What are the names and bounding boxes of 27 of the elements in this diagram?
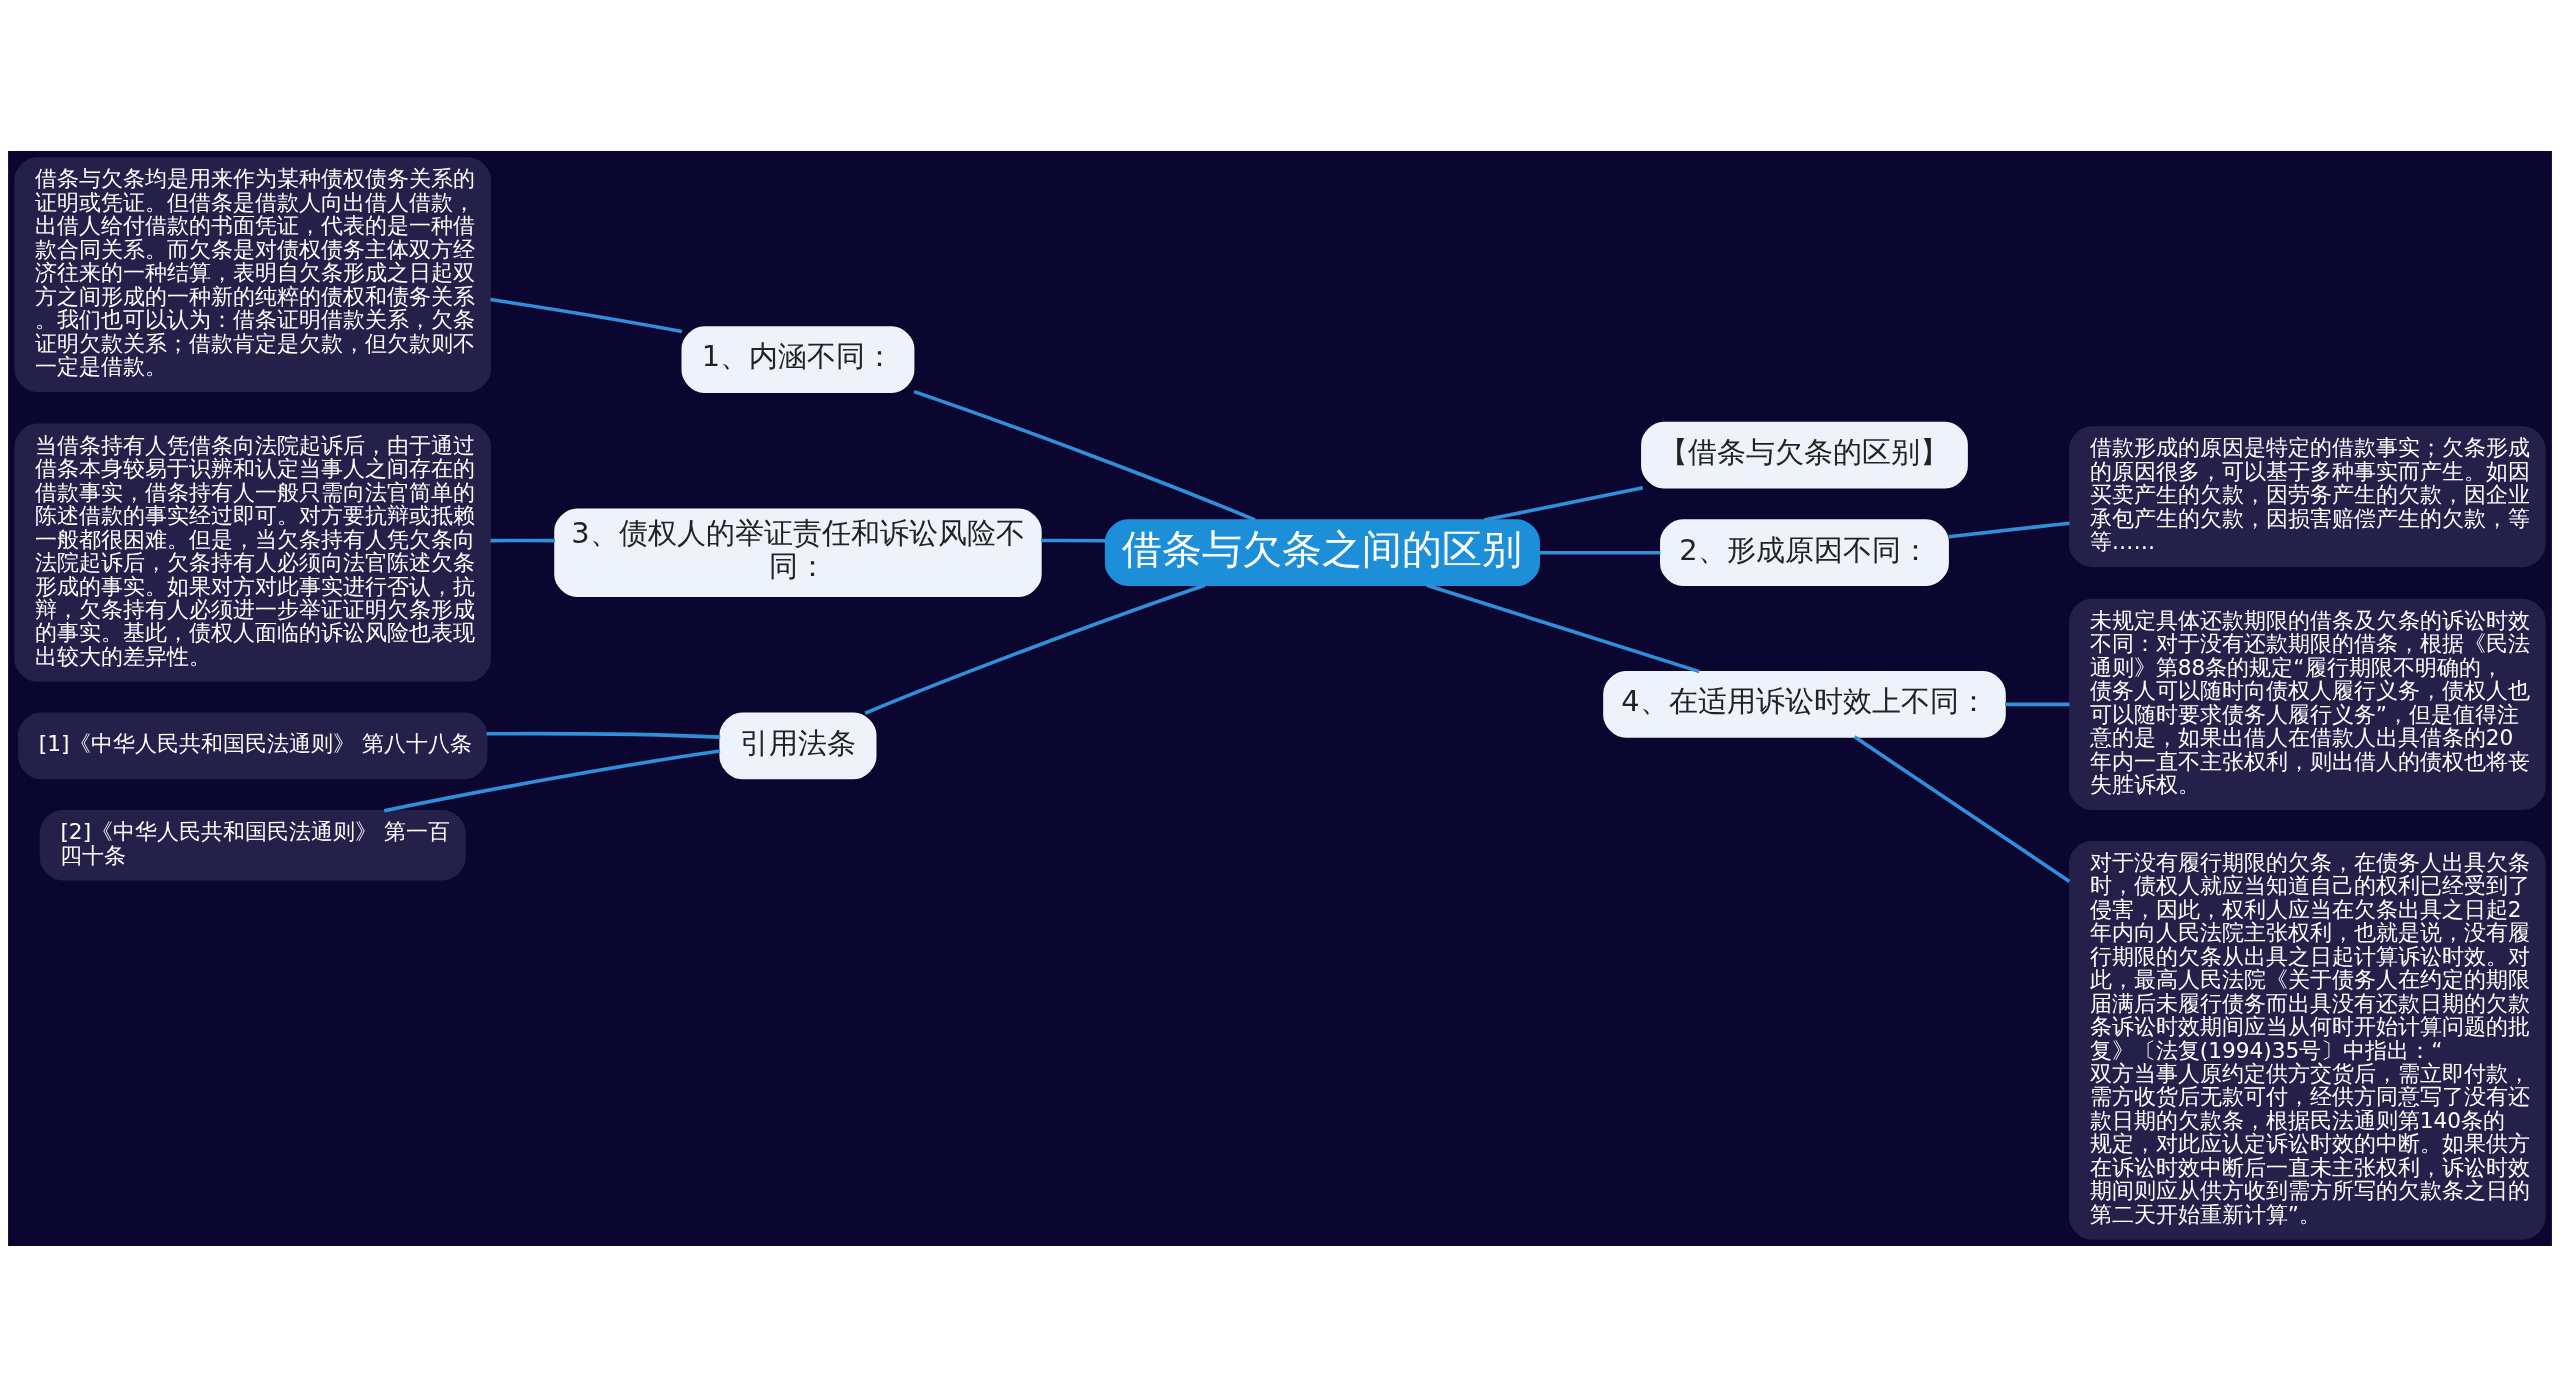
connector xyxy=(864,583,1206,715)
connector xyxy=(1539,550,1661,554)
node-box: 对于没有履行期限的欠条，在债务人出具欠条时，债权人就应当知道自己的权利已经受到了侵害，因此，权利人应当在欠条出具之日起2年内向人民法院主张权利，也就是说，没有履行期限的欠条从出具之日起计算诉讼时效。对此，最高人民法院《关于债务人在约定的期限届满后未履行债务而出具没有还款日期的欠款条诉讼时效期间应当从何时开始计算问题的批复》〔法复(1994)35号〕中指出：“双方当事人原约定供方交货后，需立即付款，需方收货后无款可付，经供方同意写了没有还款日期的欠款条，根据民法通则第140条的规定，对此应认定诉讼时效的中断。如果供方在诉讼时效中断后一直未主张权利，诉讼时效期间则应从供方收到需方所写的欠款条之日的第二天开始重新计算”。 xyxy=(2068,840,2546,1240)
node-box: [1]《中华人民共和国民法通则》 第八十八条 xyxy=(18,712,488,779)
connector xyxy=(1426,583,1700,673)
node-box: 借条与欠条之间的区别 xyxy=(1104,518,1540,586)
connector xyxy=(1853,734,2071,883)
connector xyxy=(490,297,683,333)
connector xyxy=(2005,702,2070,706)
connector xyxy=(1041,538,1106,542)
connector xyxy=(383,748,721,813)
connector xyxy=(486,731,721,739)
node-box: 4、在适用诉讼时效上不同： xyxy=(1603,670,2006,738)
node-box: 未规定具体还款期限的借条及欠条的诉讼时效不同：对于没有还款期限的借条，根据《民法通则》第88条的规定“履行期限不明确的，债务人可以随时向债权人履行义务，债权人也可以随时要求债务人履行义务”，但是值得注意的是，如果出借人在借款人出具借条的20年内一直不主张权利，则出借人的债权也将丧失胜诉权。 xyxy=(2068,598,2546,810)
node-box: 2、形成原因不同： xyxy=(1660,518,1949,586)
node-box: 【借条与欠条的区别】 xyxy=(1641,421,1968,489)
connector xyxy=(1483,485,1644,522)
node-box: [2]《中华人民共和国民法通则》 第一百四十条 xyxy=(39,809,466,880)
node-box: 3、债权人的举证责任和诉讼风险不同： xyxy=(554,507,1042,597)
node-box: 借款形成的原因是特定的借款事实；欠条形成的原因很多，可以基于多种事实而产生。如因买卖产生的欠款，因劳务产生的欠款，因企业承包产生的欠款，因损害赔偿产生的欠款，等等…… xyxy=(2068,425,2546,567)
node-box: 借条与欠条均是用来作为某种债权债务关系的证明或凭证。但借条是借款人向出借人借款，出借人给付借款的书面凭证，代表的是一种借款合同关系。而欠条是对债权债务主体双方经济往来的一种结算，表明自欠条形成之日起双方之间形成的一种新的纯粹的债权和债务关系。我们也可以认为：借条证明借款关系，欠条证明欠款关系；借款肯定是欠款，但欠款则不一定是借款。 xyxy=(14,156,492,392)
connector xyxy=(1948,520,2070,539)
node-box: 当借条持有人凭借条向法院起诉后，由于通过借条本身较易于识辨和认定当事人之间存在的借款事实，借条持有人一般只需向法官简单的陈述借款的事实经过即可。对方要抗辩或抵赖一般都很困难。但是，当欠条持有人凭欠条向法院起诉后，欠条持有人必须向法官陈述欠条形成的事实。如果对方对此事实进行否认，抗辩，欠条持有人必须进一步举证证明欠条形成的事实。基此，债权人面临的诉讼风险也表现出较大的差异性。 xyxy=(14,423,492,682)
node-box: 引用法条 xyxy=(719,712,877,779)
node-box: 1、内涵不同： xyxy=(681,325,915,393)
connector xyxy=(490,538,555,542)
connector xyxy=(913,389,1256,522)
